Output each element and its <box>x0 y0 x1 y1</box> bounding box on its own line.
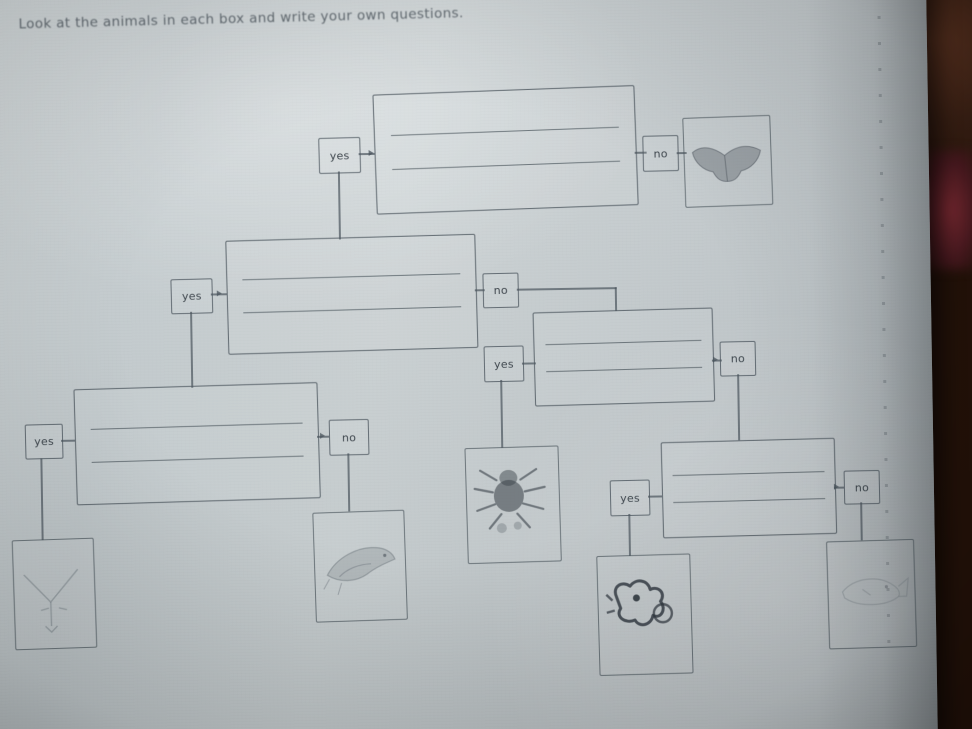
label-yes-q5: yes <box>609 479 651 517</box>
question-box-q4[interactable] <box>532 307 716 407</box>
writing-rule <box>545 340 702 346</box>
connector-q4-to-q5 <box>737 374 740 441</box>
connector-no-q2-tail <box>516 287 617 291</box>
label-no-q5: no <box>843 469 881 505</box>
label-no-q3: no <box>328 418 370 456</box>
picture-box-bat <box>682 114 774 208</box>
writing-rule <box>242 273 461 281</box>
connector-q4-to-spider <box>500 379 503 448</box>
connector-q1-to-q2 <box>337 171 341 240</box>
question-box-q5[interactable] <box>660 437 838 539</box>
arrow-yes-q2 <box>216 289 222 296</box>
page-title: Look at the animals in each box and writ… <box>18 5 464 33</box>
question-box-q3[interactable] <box>73 382 321 506</box>
connector-q5-to-beetle <box>628 513 631 556</box>
beetle-icon <box>605 579 674 627</box>
connector-yes-q5 <box>648 495 663 498</box>
connector-q3-to-eagle <box>40 458 44 541</box>
label-yes-q4: yes <box>483 345 525 383</box>
writing-rule <box>390 126 620 137</box>
writing-rule <box>91 455 305 463</box>
fish-icon <box>841 576 909 606</box>
writing-rule <box>673 498 825 504</box>
bat-icon <box>691 145 761 182</box>
picture-box-bird <box>312 509 408 623</box>
arrow-no-q4 <box>712 356 718 363</box>
bird-icon <box>323 547 396 596</box>
arrow-yes-q1 <box>368 149 374 156</box>
writing-rule <box>672 471 825 477</box>
label-no-q1: no <box>642 135 680 172</box>
connector-yes-q3 <box>61 439 76 442</box>
eagle-icon <box>23 568 79 634</box>
writing-rule <box>90 422 304 430</box>
label-no-q4: no <box>719 340 757 377</box>
picture-box-fish <box>826 538 918 650</box>
label-yes-q3: yes <box>24 423 64 460</box>
picture-box-spider <box>464 445 562 565</box>
connector-q5-to-fish <box>860 502 863 541</box>
writing-rule <box>545 366 703 373</box>
writing-rule <box>391 160 621 171</box>
picture-box-eagle <box>11 537 98 651</box>
writing-rule <box>243 305 462 313</box>
connector-no-q2-drop <box>614 287 617 312</box>
question-box-q2[interactable] <box>225 233 479 355</box>
label-yes-q2: yes <box>170 278 214 315</box>
spider-icon <box>473 467 546 534</box>
arrow-no-q3 <box>319 432 326 439</box>
worksheet-page: Look at the animals in each box and writ… <box>0 0 938 729</box>
arrow-no-q5 <box>833 483 839 490</box>
connector-q2-to-q3 <box>190 311 193 388</box>
label-no-q2: no <box>482 272 520 309</box>
picture-box-beetle <box>596 553 694 677</box>
question-box-q1[interactable] <box>372 85 639 215</box>
worksheet-content: Look at the animals in each box and writ… <box>11 5 918 677</box>
connector-q3-to-bird <box>347 453 350 512</box>
label-yes-q1: yes <box>318 136 362 175</box>
